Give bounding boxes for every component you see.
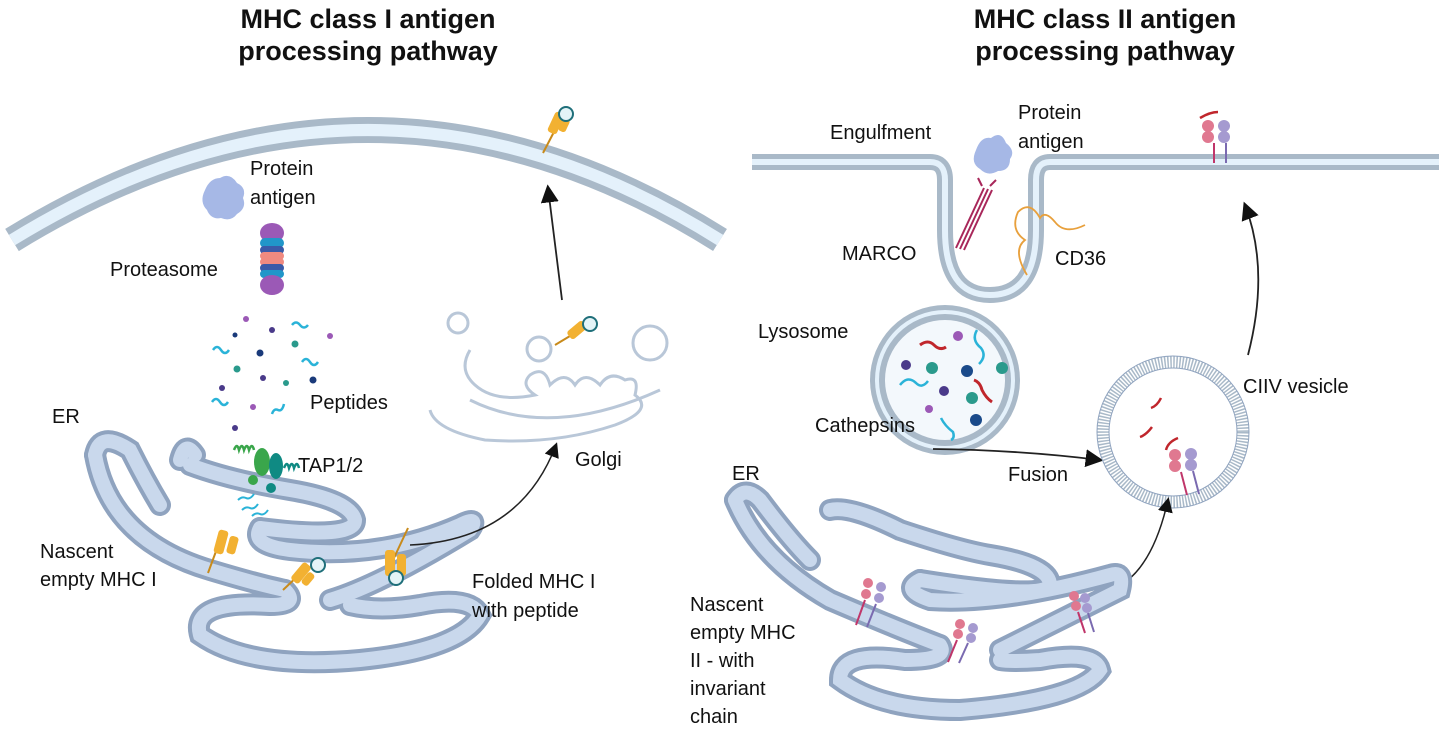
lysosome-icon — [870, 305, 1020, 455]
peptides-label: Peptides — [310, 392, 388, 414]
er-label-1: ER — [52, 406, 80, 428]
surface-mhc-ii-icon — [1199, 110, 1230, 163]
fusion-label: Fusion — [1008, 464, 1068, 486]
proteasome-label: Proteasome — [110, 259, 218, 281]
er-icon-1 — [84, 430, 493, 674]
golgi-label: Golgi — [575, 449, 622, 471]
mhc-class-i-panel: MHC class I antigen processing pathway P… — [5, 4, 727, 674]
er-icon-2 — [724, 481, 1133, 722]
er-to-golgi-arrow — [409, 442, 559, 546]
nascent-mhc-i-label-2: empty MHC I — [40, 569, 157, 591]
nascent-mhc-ii-label-2: empty MHC — [690, 622, 796, 644]
panel-1-title-line-1: MHC class I antigen — [240, 4, 495, 34]
marco-label: MARCO — [842, 243, 916, 265]
protein-antigen-2-icon — [973, 134, 1013, 174]
golgi-icon — [428, 311, 669, 443]
mhc-class-ii-panel: MHC class II antigen processing pathway … — [690, 4, 1439, 728]
nascent-mhc-i-icon — [207, 529, 239, 574]
tap-transporter-icon — [232, 444, 301, 493]
nascent-mhc-ii-label-4: invariant — [690, 678, 766, 700]
protein-antigen-2-label-2: antigen — [1018, 131, 1084, 153]
nascent-mhc-ii-label-3: II - with — [690, 650, 754, 672]
proteasome-icon — [260, 223, 284, 295]
ciiv-vesicle-icon — [1096, 355, 1250, 509]
folded-mhc-i-label-1: Folded MHC I — [472, 571, 595, 593]
surface-mhc-i-icon — [542, 106, 574, 154]
cd36-receptor-icon — [1014, 206, 1086, 276]
protein-antigen-icon — [202, 175, 245, 220]
nascent-mhc-ii-label-1: Nascent — [690, 594, 764, 616]
transported-peptides-icon — [237, 493, 269, 517]
ciiv-to-surface-arrow — [1241, 201, 1260, 356]
nascent-mhc-i-label-1: Nascent — [40, 541, 114, 563]
er-mhc-ii-icon-3 — [1069, 591, 1095, 634]
nascent-mhc-ii-label-5: chain — [690, 706, 738, 728]
golgi-mhc-i-icon — [554, 316, 598, 346]
golgi-to-surface-arrow — [540, 184, 563, 301]
engulfment-label: Engulfment — [830, 122, 932, 144]
marco-receptor-icon — [955, 177, 997, 251]
cathepsins-label: Cathepsins — [815, 415, 915, 437]
panel-1-title-line-2: processing pathway — [238, 36, 498, 66]
protein-antigen-label-2: antigen — [250, 187, 316, 209]
plasma-membrane-curved — [5, 117, 727, 252]
fusion-arrow — [932, 448, 1104, 468]
er-mhc-ii-icon-1 — [855, 578, 886, 628]
cd36-label: CD36 — [1055, 248, 1106, 270]
folded-mhc-i-label-2: with peptide — [471, 600, 579, 622]
er-mhc-ii-icon-2 — [947, 619, 978, 664]
protein-antigen-2-label-1: Protein — [1018, 102, 1081, 124]
peptides-icon-group — [210, 316, 333, 431]
tap-label: TAP1/2 — [298, 455, 363, 477]
ciiv-vesicle-label: CIIV vesicle — [1243, 376, 1349, 398]
panel-2-title-line-1: MHC class II antigen — [974, 4, 1237, 34]
lysosome-label: Lysosome — [758, 321, 848, 343]
er-label-2: ER — [732, 463, 760, 485]
protein-antigen-label-1: Protein — [250, 158, 313, 180]
loading-mhc-i-icon — [282, 557, 326, 591]
folded-mhc-i-icon — [385, 527, 409, 586]
panel-2-title-line-2: processing pathway — [975, 36, 1235, 66]
plasma-membrane-flat — [752, 154, 1439, 304]
